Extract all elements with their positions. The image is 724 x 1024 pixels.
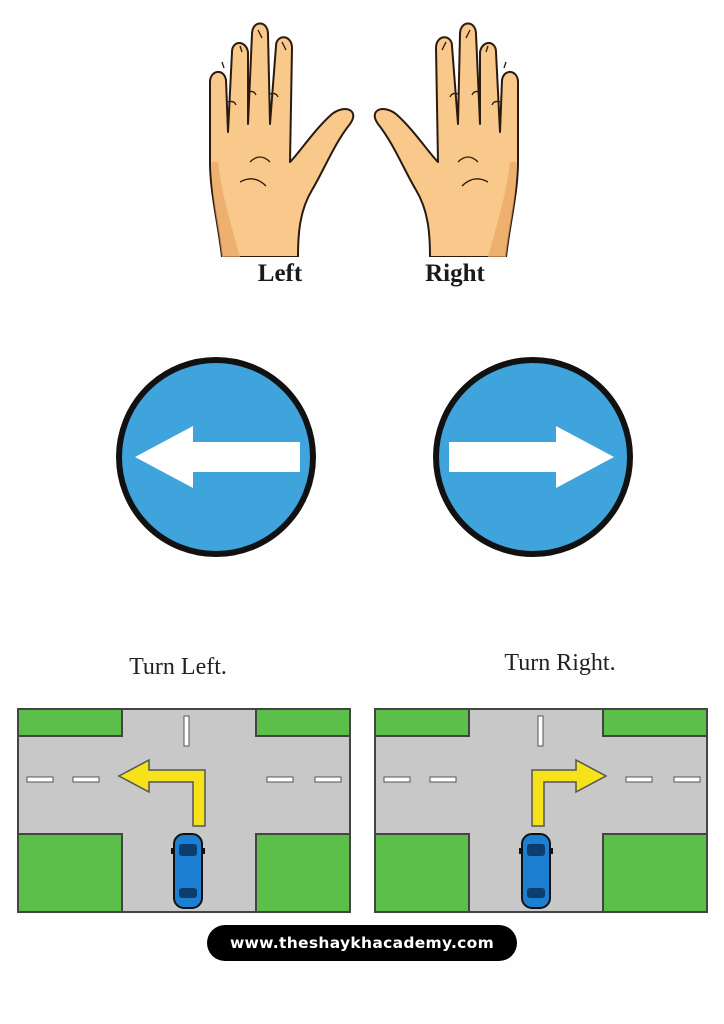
grass-block [602,708,708,737]
left-arrow-sign-icon [116,357,316,557]
right-arrow-sign-icon [433,357,633,557]
right-hand-icon [373,22,519,257]
turn-right-label: Turn Right. [504,650,616,676]
grass-block [602,833,708,913]
turn-left-label: Turn Left. [129,654,227,680]
grass-block [374,833,470,913]
website-url-badge[interactable]: www.theshaykhacademy.com [207,925,517,961]
left-hand-icon [209,22,355,257]
grass-block [374,708,470,737]
turn-left-intersection [17,708,351,913]
grass-block [17,708,123,737]
grass-block [255,708,351,737]
left-label: Left [257,260,303,287]
grass-block [17,833,123,913]
turn-right-intersection [374,708,708,913]
car-icon [519,833,553,909]
car-icon [171,833,205,909]
grass-block [255,833,351,913]
right-label: Right [425,260,485,287]
